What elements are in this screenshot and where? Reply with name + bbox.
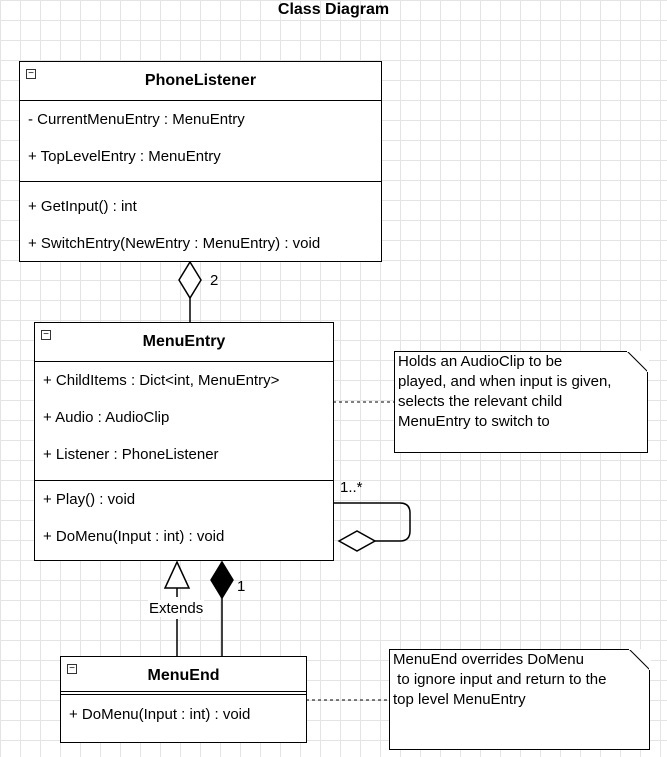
composition-multiplicity-label: 1 [237,578,246,595]
collapse-icon[interactable]: − [67,664,77,674]
note-menu-end[interactable]: MenuEnd overrides DoMenu to ignore input… [389,649,650,750]
class-menu-entry[interactable]: − MenuEntry + ChildItems : Dict<int, Men… [34,322,334,561]
aggregation-diamond [178,260,202,300]
extends-label: Extends [148,600,205,617]
collapse-icon[interactable]: − [26,69,36,79]
class-header: − MenuEnd [61,657,306,695]
operation: + DoMenu(Input : int) : void [69,706,251,723]
diagram-title: Class Diagram [277,1,390,18]
operation: + GetInput() : int [28,198,137,215]
operation: + SwitchEntry(NewEntry : MenuEntry) : vo… [28,235,321,252]
class-header: − PhoneListener [20,62,381,101]
operations-section: + Play() : void + DoMenu(Input : int) : … [35,481,333,561]
class-name: PhoneListener [144,72,257,89]
operations-section: + DoMenu(Input : int) : void [61,695,306,733]
operation: + DoMenu(Input : int) : void [43,528,225,545]
attribute: + ChildItems : Dict<int, MenuEntry> [43,372,280,389]
operation: + Play() : void [43,491,136,508]
attribute: + TopLevelEntry : MenuEntry [28,148,221,165]
attribute: - CurrentMenuEntry : MenuEntry [28,111,245,128]
operations-section: + GetInput() : int + SwitchEntry(NewEntr… [20,182,381,262]
note-fold-icon [627,351,649,373]
attributes-section: - CurrentMenuEntry : MenuEntry + TopLeve… [20,101,381,182]
composition-diamond [210,560,234,600]
class-menu-end[interactable]: − MenuEnd + DoMenu(Input : int) : void [60,656,307,743]
self-association-diamond [337,530,377,552]
class-header: − MenuEntry [35,323,333,362]
class-name: MenuEntry [142,333,226,350]
self-multiplicity-label: 1..* [340,479,363,496]
attribute: + Listener : PhoneListener [43,446,219,463]
self-association-line [334,502,411,542]
class-phone-listener[interactable]: − PhoneListener - CurrentMenuEntry : Men… [19,61,382,262]
attributes-section: + ChildItems : Dict<int, MenuEntry> + Au… [35,362,333,481]
class-name: MenuEnd [147,667,220,684]
attribute: + Audio : AudioClip [43,409,170,426]
note-fold-icon [629,649,651,671]
generalization-triangle [163,560,191,589]
note-menu-entry[interactable]: Holds an AudioClip to be played, and whe… [394,351,648,453]
aggregation-multiplicity-label: 2 [210,272,219,289]
collapse-icon[interactable]: − [41,330,51,340]
